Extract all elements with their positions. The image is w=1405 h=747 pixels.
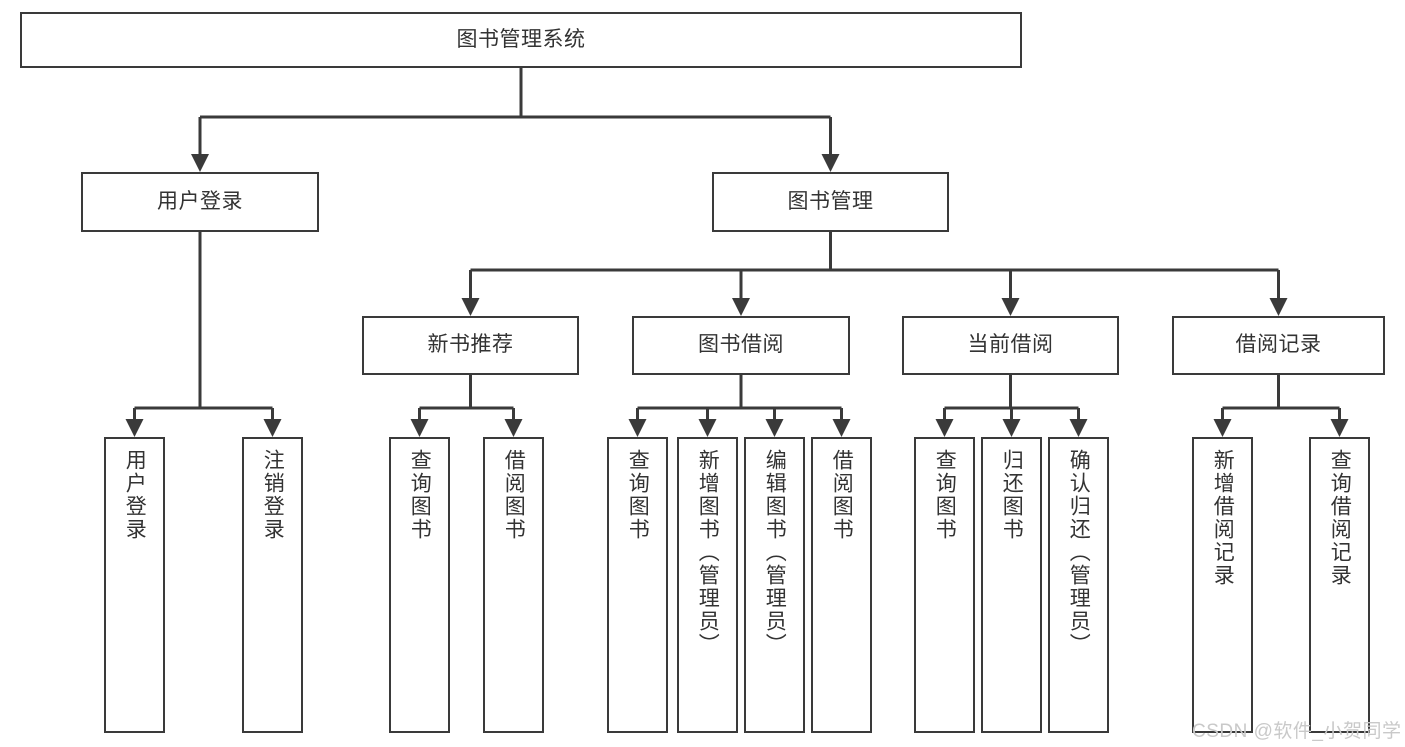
node-b_add[interactable]: 新增图书（管理员） <box>677 437 738 733</box>
node-label: 查询图书 <box>408 449 432 541</box>
edge-borrow-to-b_query-head <box>628 419 647 437</box>
node-n_query[interactable]: 查询图书 <box>389 437 450 733</box>
node-label: 新增图书（管理员） <box>696 449 720 656</box>
node-current[interactable]: 当前借阅 <box>902 316 1119 375</box>
edge-bookmgmt-to-newbook-head <box>461 298 480 316</box>
node-label: 借阅记录 <box>1235 333 1322 357</box>
edge-borrow-to-b_edit-head <box>765 419 784 437</box>
node-label: 归还图书 <box>1000 449 1024 541</box>
node-label: 编辑图书（管理员） <box>763 449 787 656</box>
edge-current-to-c_confirm-head <box>1069 419 1088 437</box>
edge-current-to-c_query-head <box>935 419 954 437</box>
edge-login-to-l_logout-head <box>263 419 282 437</box>
node-login[interactable]: 用户登录 <box>81 172 319 232</box>
node-label: 借阅图书 <box>830 449 854 541</box>
edge-current-to-c_return-head <box>1002 419 1021 437</box>
node-label: 借阅图书 <box>502 449 526 541</box>
node-borrow[interactable]: 图书借阅 <box>632 316 850 375</box>
node-l_logout[interactable]: 注销登录 <box>242 437 303 733</box>
node-label: 新增借阅记录 <box>1211 449 1235 587</box>
node-n_borrow[interactable]: 借阅图书 <box>483 437 544 733</box>
edge-bookmgmt-to-borrow-head <box>732 298 750 316</box>
node-bookmgmt[interactable]: 图书管理 <box>712 172 949 232</box>
node-label: 注销登录 <box>261 449 285 541</box>
node-label: 查询借阅记录 <box>1328 449 1352 587</box>
edge-borrow-to-b_add-head <box>698 419 717 437</box>
node-records[interactable]: 借阅记录 <box>1172 316 1385 375</box>
node-c_confirm[interactable]: 确认归还（管理员） <box>1048 437 1109 733</box>
node-root[interactable]: 图书管理系统 <box>20 12 1022 68</box>
node-label: 用户登录 <box>123 449 147 541</box>
edge-login-to-l_login-head <box>125 419 144 437</box>
node-label: 图书管理 <box>787 189 874 213</box>
node-r_query[interactable]: 查询借阅记录 <box>1309 437 1370 733</box>
edge-records-to-r_add-head <box>1213 419 1232 437</box>
edge-newbook-to-n_borrow-head <box>504 419 523 437</box>
node-b_lend[interactable]: 借阅图书 <box>811 437 872 733</box>
watermark: CSDN @软件_小贺同学 <box>1192 721 1402 742</box>
node-newbook[interactable]: 新书推荐 <box>362 316 579 375</box>
node-label: 图书管理系统 <box>456 27 586 51</box>
node-label: 查询图书 <box>933 449 957 541</box>
edge-root-to-login-head <box>191 154 209 172</box>
edge-records-to-r_query-head <box>1330 419 1349 437</box>
edge-root-to-bookmgmt-head <box>821 154 840 172</box>
node-label: 用户登录 <box>157 189 243 213</box>
node-c_query[interactable]: 查询图书 <box>914 437 975 733</box>
node-b_query[interactable]: 查询图书 <box>607 437 668 733</box>
node-c_return[interactable]: 归还图书 <box>981 437 1042 733</box>
node-label: 新书推荐 <box>427 333 514 357</box>
edge-newbook-to-n_query-head <box>410 419 429 437</box>
node-l_login[interactable]: 用户登录 <box>104 437 165 733</box>
edge-bookmgmt-to-current-head <box>1001 298 1020 316</box>
node-label: 图书借阅 <box>698 333 784 357</box>
node-r_add[interactable]: 新增借阅记录 <box>1192 437 1253 733</box>
node-label: 确认归还（管理员） <box>1067 449 1091 656</box>
node-label: 当前借阅 <box>967 333 1054 357</box>
node-label: 查询图书 <box>626 449 650 541</box>
edge-borrow-to-b_lend-head <box>832 419 851 437</box>
edge-bookmgmt-to-records-head <box>1269 298 1288 316</box>
node-b_edit[interactable]: 编辑图书（管理员） <box>744 437 805 733</box>
